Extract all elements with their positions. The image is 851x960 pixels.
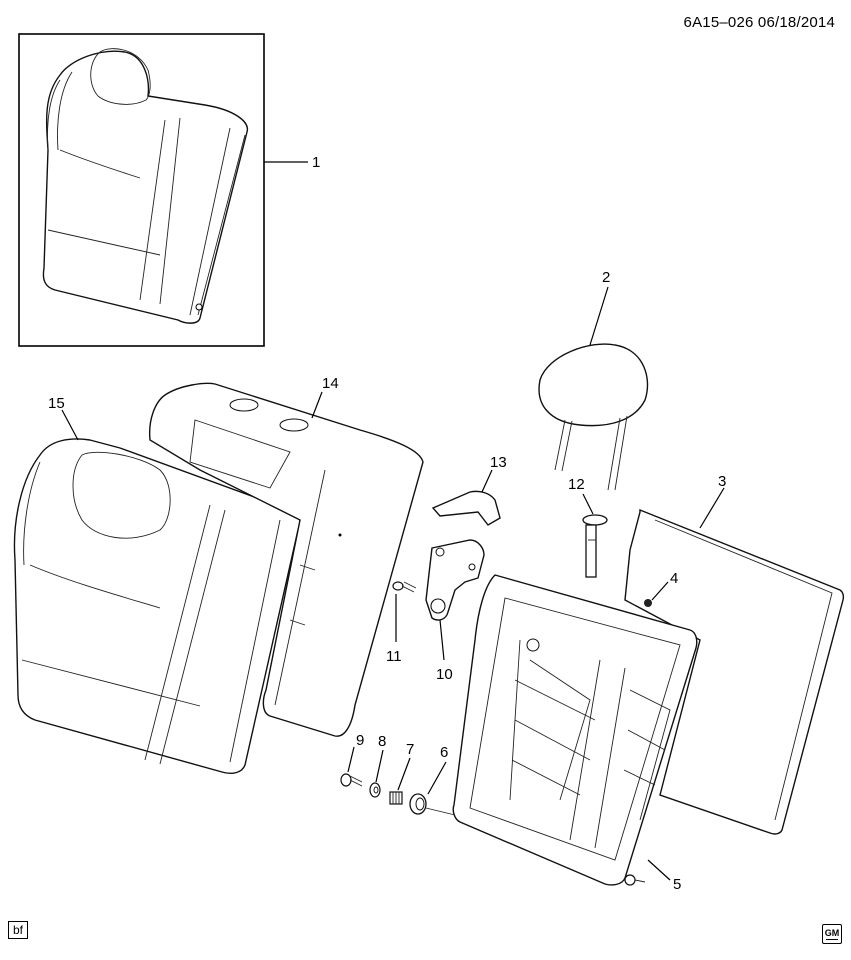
diagram-reference: 6A15–026 06/18/2014 (683, 14, 835, 31)
inset-box (18, 33, 265, 347)
callout-6: 6 (440, 744, 448, 761)
part-6-bushing (409, 793, 456, 816)
part-5-seat-back-frame (452, 574, 698, 886)
callout-8: 8 (378, 733, 386, 750)
gm-logo-text: GM (824, 927, 840, 938)
part-4-screw (644, 599, 652, 607)
callout-5: 5 (673, 876, 681, 893)
callout-1: 1 (312, 154, 320, 171)
callout-3: 3 (718, 473, 726, 490)
callout-12: 12 (568, 476, 585, 493)
callout-7: 7 (406, 741, 414, 758)
part-7-spring (389, 791, 403, 805)
part-8-washer (369, 782, 381, 798)
part-2-head-restraint (538, 343, 649, 491)
part-3-rear-panel (624, 508, 845, 835)
code-box: bf (8, 921, 29, 939)
callout-4: 4 (670, 570, 678, 587)
callout-13: 13 (490, 454, 507, 471)
part-10-hinge-bracket (425, 539, 485, 621)
callout-2: 2 (602, 269, 610, 286)
part-13-cover (431, 490, 501, 526)
part-9-bolt (340, 773, 363, 787)
seat-back-assembly-illustration (42, 48, 248, 324)
part-11-bolt (392, 581, 417, 593)
gm-logo-rule (826, 938, 838, 940)
part-12-headrest-guide (582, 514, 608, 578)
callout-15: 15 (48, 395, 65, 412)
part-15-seat-back-cover (13, 438, 301, 774)
part-14-seat-back-panel (148, 382, 424, 737)
callout-11: 11 (386, 648, 402, 665)
gm-logo: GM (822, 924, 842, 944)
callout-14: 14 (322, 375, 339, 392)
callout-9: 9 (356, 732, 364, 749)
callout-10: 10 (436, 666, 453, 683)
